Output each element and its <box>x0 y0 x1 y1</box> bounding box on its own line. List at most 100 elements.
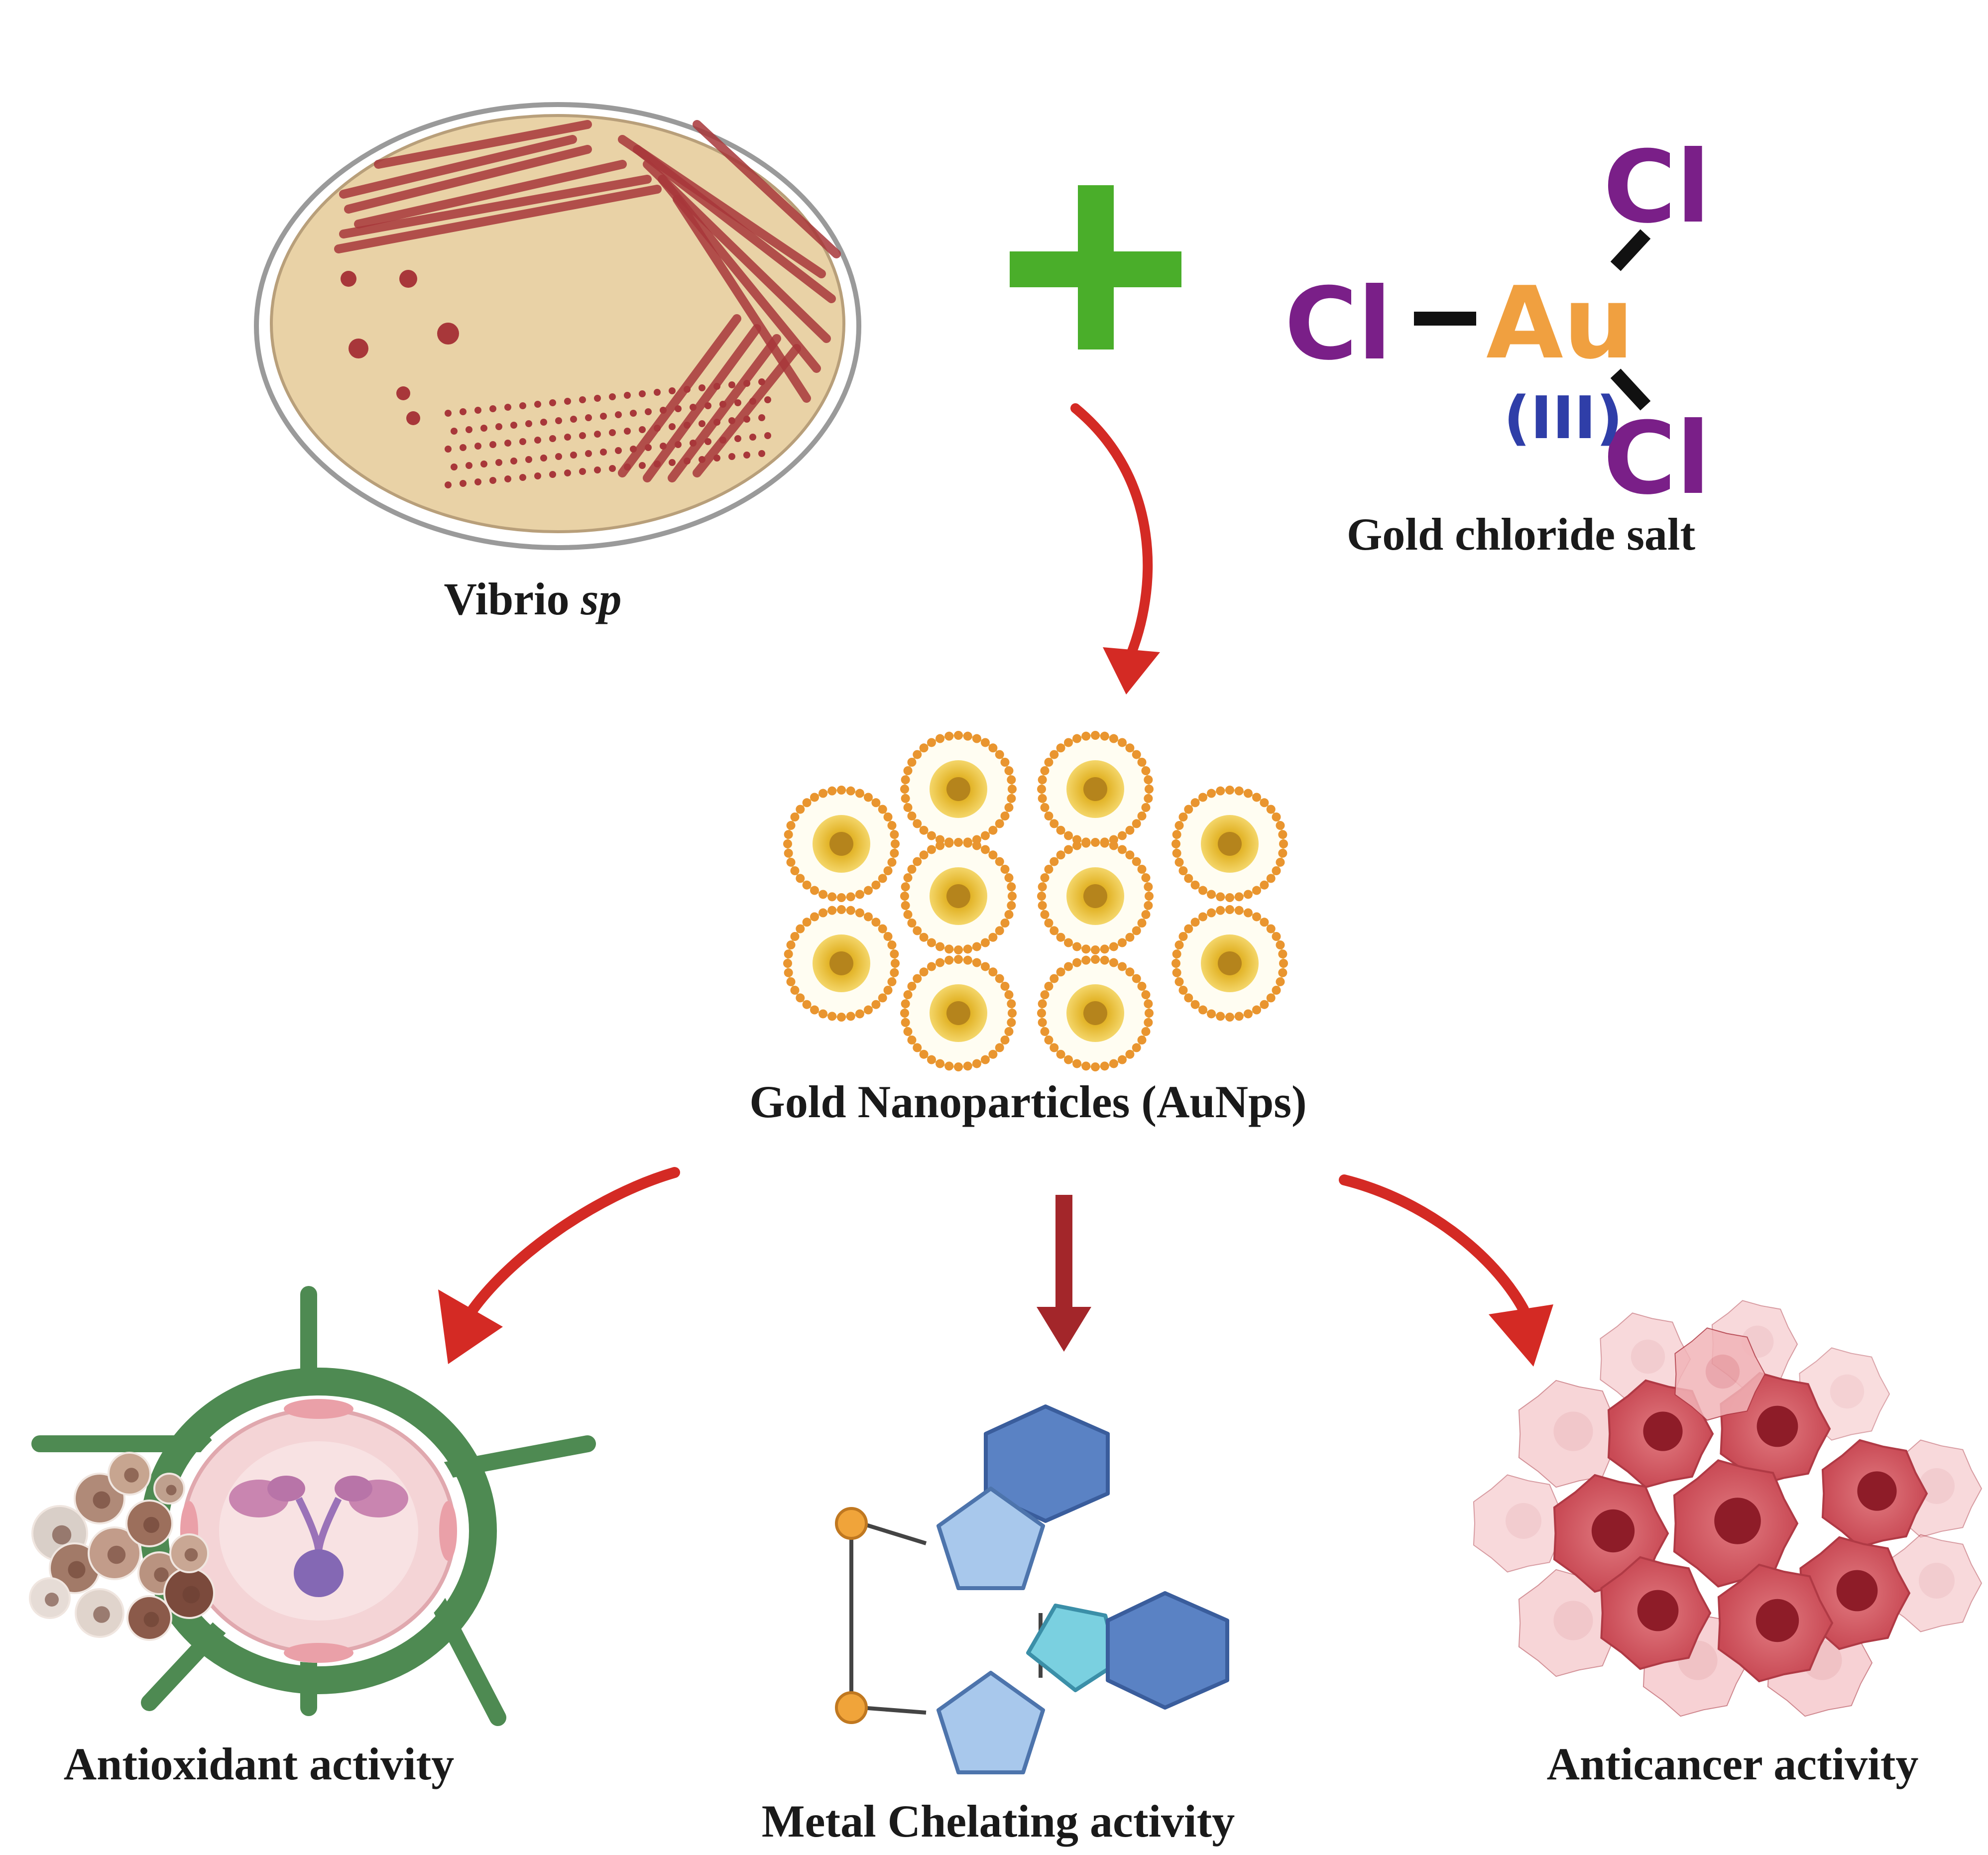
colony-dot <box>690 440 697 447</box>
ligand-bead <box>802 798 812 808</box>
cancer-cell-nucleus <box>1631 1339 1665 1374</box>
ligand-bead <box>1144 1018 1153 1027</box>
ligand-bead <box>919 967 929 977</box>
colony-dot <box>570 416 577 423</box>
ligand-bead <box>837 905 846 914</box>
colony-dot <box>699 456 705 463</box>
nanoparticle-center <box>1083 884 1107 908</box>
ligand-bead <box>901 882 910 892</box>
colony-dot <box>466 426 472 433</box>
ligand-bead <box>1072 841 1082 850</box>
ligand-bead <box>1184 993 1193 1003</box>
colony-dot <box>630 446 637 453</box>
ligand-bead <box>819 1009 828 1019</box>
ligand-bead <box>1132 857 1141 866</box>
ligand-bead <box>995 750 1004 759</box>
colony-dot <box>713 455 720 462</box>
nanoparticle <box>1037 731 1154 847</box>
colony-dot <box>480 425 487 432</box>
brown-cell-nucleus <box>143 1612 159 1627</box>
colony-dot <box>594 431 601 438</box>
colony-dot <box>764 432 771 439</box>
ligand-bead <box>1243 1009 1253 1019</box>
colony-dot <box>645 444 652 451</box>
ligand-bead <box>900 1009 909 1018</box>
ligand-bead <box>810 886 819 895</box>
colony-dot <box>540 419 547 426</box>
ligand-bead <box>988 967 998 977</box>
ligand-bead <box>855 908 864 918</box>
ligand-bead <box>1132 1043 1141 1052</box>
colony-dot <box>749 434 756 441</box>
ligand-bead <box>1044 865 1053 874</box>
cancer-cell-nucleus <box>1705 1354 1740 1389</box>
ligand-bead <box>1144 882 1153 892</box>
ligand-bead <box>1144 901 1153 910</box>
ligand-bead <box>1072 1059 1082 1068</box>
colony-dot <box>504 404 511 411</box>
ligand-bead <box>1000 865 1010 874</box>
ligand-bead <box>1091 955 1100 964</box>
chlorine-atom-bottom: Cl <box>1603 401 1710 517</box>
streak-line <box>693 120 841 258</box>
ligand-bead <box>1109 841 1118 850</box>
ligand-bead <box>995 926 1004 935</box>
ligand-bead <box>1081 944 1091 954</box>
ligand-bead <box>1137 982 1147 991</box>
colony-dot <box>713 383 720 390</box>
colony-dot <box>660 443 667 450</box>
ligand-bead <box>1260 918 1269 927</box>
ligand-bead <box>878 993 887 1003</box>
colony-dot <box>728 453 735 460</box>
ligand-bead <box>1243 908 1253 918</box>
ligand-bead <box>1278 848 1287 858</box>
cancer-cell <box>1600 1556 1712 1670</box>
ligand-bead <box>1125 1049 1135 1059</box>
ligand-bead <box>907 865 917 874</box>
chelate-molecule-icon <box>835 1404 1229 1774</box>
ligand-bead <box>1037 892 1046 901</box>
colony-dot <box>504 440 511 447</box>
ligand-bead <box>1260 880 1269 890</box>
ligand-bead <box>1276 977 1285 986</box>
ligand-bead <box>1050 857 1059 866</box>
nanoparticle-center <box>946 1001 970 1025</box>
brown-cell-nucleus <box>143 1516 160 1533</box>
oxidized-cell-cluster <box>29 1452 215 1641</box>
ligand-bead <box>1056 743 1065 753</box>
ligand-bead <box>944 944 954 954</box>
nanoparticle-center <box>1083 1001 1107 1025</box>
arrow-to-nanoparticles <box>1070 403 1160 695</box>
bacteria-streaks <box>334 120 841 482</box>
ligand-bead <box>1144 794 1153 803</box>
colony-dot <box>654 425 661 432</box>
ligand-bead <box>864 793 873 802</box>
ligand-bead <box>972 1059 981 1068</box>
ligand-bead <box>784 949 793 959</box>
ligand-bead <box>995 974 1004 983</box>
ligand-bead <box>802 1000 812 1009</box>
colony-dot <box>445 410 452 417</box>
ligand-bead <box>995 1043 1004 1052</box>
ligand-bead <box>1174 821 1184 830</box>
ligand-bead <box>827 906 837 915</box>
ligand-bead <box>1007 882 1016 892</box>
ligand-bead <box>1118 962 1127 971</box>
ligand-bead <box>871 918 881 927</box>
cancer-cell-nucleus <box>1836 1570 1878 1612</box>
ligand-bead <box>802 918 812 927</box>
colony-dot <box>525 420 532 427</box>
cancer-cell <box>1607 1379 1714 1489</box>
streak-line <box>339 135 577 199</box>
ligand-bead <box>891 839 900 848</box>
streak-line <box>374 120 592 169</box>
colony <box>341 271 356 287</box>
ligand-bead <box>827 1012 837 1021</box>
ligand-bead <box>878 924 887 933</box>
ligand-bead <box>954 838 963 847</box>
ligand-bead <box>1125 825 1135 835</box>
ligand-bead <box>972 841 981 850</box>
brown-cell-nucleus <box>93 1491 111 1509</box>
salt-label: Gold chloride salt <box>1346 509 1696 560</box>
ligand-bead <box>1064 831 1073 840</box>
